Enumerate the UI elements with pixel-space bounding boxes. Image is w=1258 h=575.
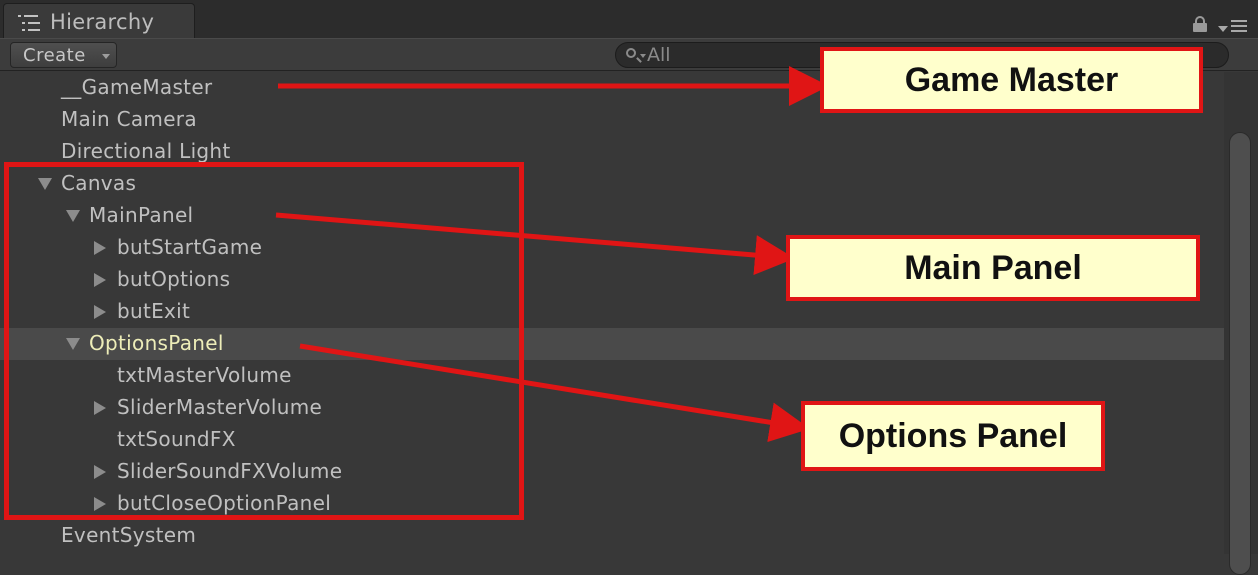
tree-row[interactable]: MainPanel [0, 200, 1224, 232]
hierarchy-list-icon [18, 15, 40, 31]
game-master-callout: Game Master [820, 47, 1203, 113]
tree-row[interactable]: OptionsPanel [0, 328, 1224, 360]
search-icon[interactable] [626, 48, 636, 58]
expand-arrow-right-icon[interactable] [94, 241, 106, 255]
annotation-arrows [275, 66, 829, 443]
tree-row[interactable]: butOptions [0, 264, 1224, 296]
expand-arrow-down-icon[interactable] [38, 178, 52, 190]
tree-item-label: Canvas [61, 171, 137, 195]
tree-item-label: txtSoundFX [117, 427, 236, 451]
expand-arrow-right-icon[interactable] [94, 273, 106, 287]
main-panel-callout: Main Panel [786, 235, 1200, 301]
tree-item-label: butCloseOptionPanel [117, 491, 332, 515]
search-filter-chevron-icon[interactable] [640, 54, 646, 58]
tree-item-label: butOptions [117, 267, 231, 291]
tree-row[interactable]: SliderMasterVolume [0, 392, 1224, 424]
tree-row[interactable]: Directional Light [0, 136, 1224, 168]
options-panel-callout: Options Panel [801, 401, 1105, 471]
tab-bar: Hierarchy [0, 0, 1258, 38]
expand-arrow-right-icon[interactable] [94, 401, 106, 415]
tree-item-label: butStartGame [117, 235, 263, 259]
tree-item-label: butExit [117, 299, 191, 323]
tree-row[interactable]: Main Camera [0, 104, 1224, 136]
main-panel-arrow [275, 212, 795, 276]
tree-item-label: Directional Light [61, 139, 231, 163]
create-dropdown-button[interactable]: Create [10, 42, 117, 68]
expand-arrow-right-icon[interactable] [94, 497, 106, 511]
tree-row[interactable]: txtMasterVolume [0, 360, 1224, 392]
tree-item-label: MainPanel [89, 203, 194, 227]
options-panel-arrow [299, 343, 810, 443]
expand-arrow-right-icon[interactable] [94, 465, 106, 479]
tab-title: Hierarchy [50, 10, 155, 34]
tree-item-label: EventSystem [61, 523, 197, 547]
create-label: Create [23, 45, 86, 66]
tree-row[interactable]: SliderSoundFXVolume [0, 456, 1224, 488]
tree-row[interactable]: butCloseOptionPanel [0, 488, 1224, 520]
vertical-scrollbar[interactable] [1224, 72, 1258, 575]
lock-icon[interactable] [1193, 16, 1207, 32]
canvas-highlight-box [4, 162, 524, 520]
tree-item-label: SliderMasterVolume [117, 395, 323, 419]
hierarchy-tab[interactable]: Hierarchy [3, 3, 195, 38]
panel-menu-icon[interactable] [1218, 20, 1248, 36]
tree-item-label: SliderSoundFXVolume [117, 459, 343, 483]
tree-item-label: txtMasterVolume [117, 363, 292, 387]
expand-arrow-down-icon[interactable] [66, 338, 80, 350]
tree-item-label: Main Camera [61, 107, 197, 131]
tree-row[interactable]: butStartGame [0, 232, 1224, 264]
tree-row[interactable]: butExit [0, 296, 1224, 328]
expand-arrow-right-icon[interactable] [94, 305, 106, 319]
tree-row[interactable]: txtSoundFX [0, 424, 1224, 456]
tree-row[interactable]: __GameMaster [0, 72, 1224, 104]
tree-row[interactable]: Canvas [0, 168, 1224, 200]
chevron-down-icon [102, 54, 110, 59]
expand-arrow-down-icon[interactable] [66, 210, 80, 222]
tree-item-label: OptionsPanel [89, 331, 224, 355]
tree-item-label: __GameMaster [61, 75, 213, 99]
tree-row[interactable]: EventSystem [0, 520, 1224, 552]
